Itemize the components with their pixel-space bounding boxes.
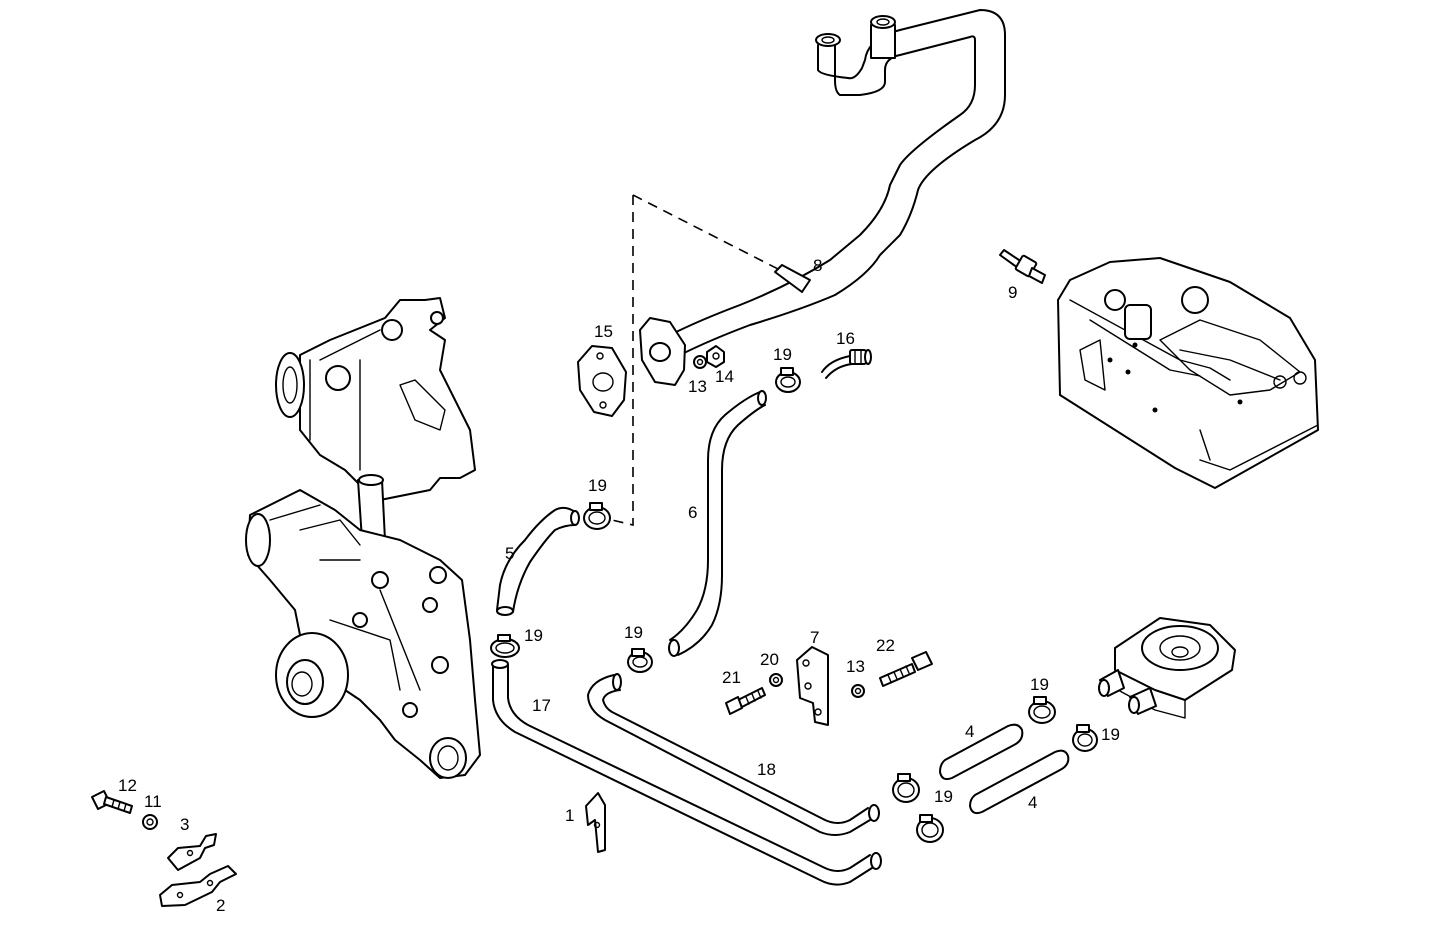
label-part-22: 22 bbox=[876, 636, 895, 655]
sensor-9 bbox=[999, 249, 1046, 284]
part-labels: 1 2 3 4 4 5 6 7 8 9 11 12 13 13 14 15 16… bbox=[118, 256, 1120, 915]
label-part-19: 19 bbox=[588, 476, 607, 495]
clamp-2 bbox=[159, 865, 237, 907]
pipe-8 bbox=[639, 9, 1006, 386]
hose-clamp-19 bbox=[916, 814, 944, 843]
cylinder-block bbox=[1057, 257, 1319, 489]
hose-clamp-19 bbox=[1072, 724, 1098, 752]
bolt-22 bbox=[879, 651, 933, 687]
label-part-9: 9 bbox=[1008, 283, 1017, 302]
assembly-guide-line bbox=[611, 194, 781, 527]
label-part-19: 19 bbox=[773, 345, 792, 364]
label-part-8: 8 bbox=[813, 256, 822, 275]
washer-11 bbox=[142, 814, 158, 830]
label-part-15: 15 bbox=[594, 322, 613, 341]
hose-clamp-19 bbox=[583, 502, 611, 530]
hose-6 bbox=[668, 390, 767, 657]
label-part-14: 14 bbox=[715, 367, 734, 386]
label-part-3: 3 bbox=[180, 815, 189, 834]
hose-4 bbox=[939, 723, 1070, 815]
label-part-13: 13 bbox=[846, 657, 865, 676]
washer-13-nut-14 bbox=[693, 345, 725, 369]
bolt-21 bbox=[725, 687, 766, 715]
hose-clamp-19 bbox=[1028, 696, 1056, 724]
bracket-7 bbox=[796, 646, 829, 726]
bolt-12 bbox=[91, 790, 133, 814]
label-part-19: 19 bbox=[524, 626, 543, 645]
gasket-15 bbox=[577, 345, 627, 417]
label-part-17: 17 bbox=[532, 696, 551, 715]
label-part-5: 5 bbox=[505, 544, 514, 563]
label-part-19: 19 bbox=[934, 787, 953, 806]
label-part-13: 13 bbox=[688, 377, 707, 396]
label-part-7: 7 bbox=[810, 628, 819, 647]
water-pump-assembly bbox=[245, 297, 481, 779]
label-part-16: 16 bbox=[836, 329, 855, 348]
hose-clamp-19 bbox=[627, 648, 653, 673]
label-part-21: 21 bbox=[722, 668, 741, 687]
label-part-18: 18 bbox=[757, 760, 776, 779]
oil-filter-adapter bbox=[1098, 617, 1236, 719]
pipe-17 bbox=[491, 659, 882, 886]
pipe-18 bbox=[587, 673, 880, 836]
label-part-19: 19 bbox=[1030, 675, 1049, 694]
label-part-19: 19 bbox=[624, 623, 643, 642]
clip-1 bbox=[585, 792, 606, 853]
label-part-20: 20 bbox=[760, 650, 779, 669]
hose-clamp-19 bbox=[892, 773, 920, 803]
label-part-19: 19 bbox=[1101, 725, 1120, 744]
hose-clamp-19 bbox=[775, 367, 801, 393]
label-part-1: 1 bbox=[565, 806, 574, 825]
washer-13 bbox=[851, 684, 865, 698]
label-part-4: 4 bbox=[965, 722, 974, 741]
fitting-16 bbox=[821, 349, 872, 379]
label-part-11: 11 bbox=[144, 792, 162, 811]
hose-5 bbox=[496, 506, 580, 616]
label-part-6: 6 bbox=[688, 503, 697, 522]
label-part-4: 4 bbox=[1028, 793, 1037, 812]
label-part-2: 2 bbox=[216, 896, 225, 915]
hose-clamp-19 bbox=[490, 634, 520, 658]
label-part-12: 12 bbox=[118, 776, 137, 795]
washer-20 bbox=[769, 673, 783, 687]
clamp-3 bbox=[167, 833, 217, 871]
